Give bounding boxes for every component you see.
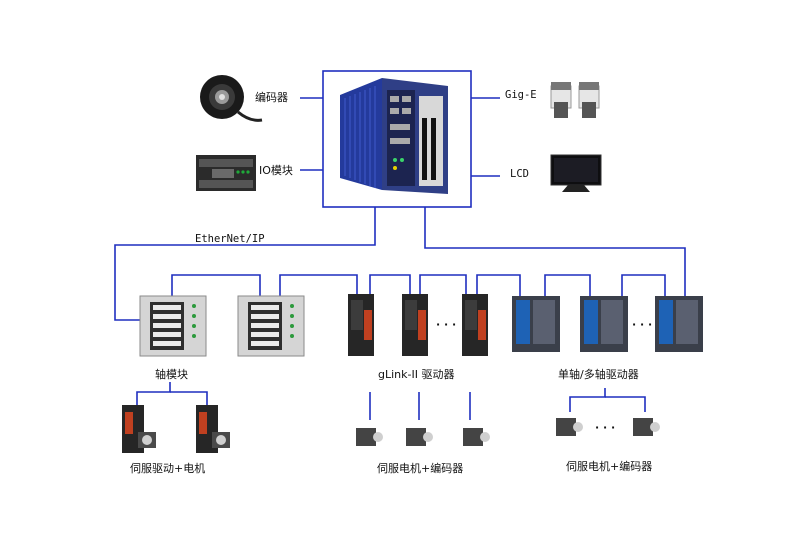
lcd-monitor-image <box>550 154 602 192</box>
io-module-image <box>196 155 256 191</box>
controller-frame <box>322 70 472 208</box>
connection-lines <box>114 70 686 420</box>
servo-motor-b2 <box>633 418 660 436</box>
axis-module-label: 轴模块 <box>155 368 188 381</box>
axis-module-1 <box>139 295 207 357</box>
servo-motor-encoder-label-1: 伺服电机+编码器 <box>377 462 464 475</box>
servo-drive-motor-label: 伺服驱动+电机 <box>130 462 206 475</box>
servo-motor-b1 <box>556 418 583 436</box>
servo-motor-a3 <box>463 428 490 446</box>
gige-label: Gig-E <box>505 89 537 101</box>
multi-axis-drive-1 <box>512 296 560 352</box>
servo-motor-encoder-label-2: 伺服电机+编码器 <box>566 460 653 473</box>
axis-module-2 <box>237 295 305 357</box>
industrial-pc <box>340 78 448 194</box>
multi-axis-drive-3 <box>655 296 703 352</box>
servo-drive-motor-2 <box>196 405 230 453</box>
encoder-image <box>200 75 263 122</box>
glink-drive-label: gLink-II 驱动器 <box>378 368 455 381</box>
glink-drive-3 <box>462 294 488 356</box>
servo-drive-motor-1 <box>122 405 156 453</box>
glink-drive-1 <box>348 294 374 356</box>
ellipsis-glink: · · · <box>436 318 457 331</box>
multi-axis-drive-label: 单轴/多轴驱动器 <box>558 368 639 381</box>
gige-cameras-image <box>550 82 600 118</box>
glink-drive-2 <box>402 294 428 356</box>
multi-axis-drive-2 <box>580 296 628 352</box>
servo-motor-a2 <box>406 428 433 446</box>
ellipsis-motor: · · · <box>595 421 616 434</box>
encoder-label: 编码器 <box>255 91 288 104</box>
io-module-label: IO模块 <box>259 164 293 177</box>
ellipsis-multi: · · · <box>632 318 653 331</box>
lcd-label: LCD <box>510 168 529 180</box>
servo-motor-a1 <box>356 428 383 446</box>
ethernet-label: EtherNet/IP <box>195 233 265 245</box>
